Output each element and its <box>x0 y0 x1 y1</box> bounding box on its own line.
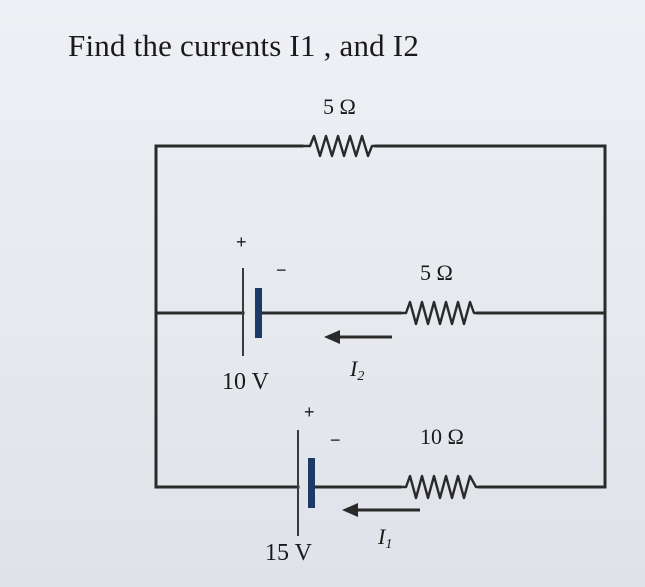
battery-15v <box>297 430 315 536</box>
current-i1-arrow <box>342 503 420 517</box>
top-resistor-5-ohm <box>302 134 376 158</box>
middle-resistor-label: 5 Ω <box>420 260 453 285</box>
current-i2-arrow <box>324 330 392 344</box>
battery-10v-minus: − <box>276 260 287 280</box>
battery-15v-label: 15 V <box>265 540 313 566</box>
problem-title: Find the currents I1 , and I2 <box>68 28 420 63</box>
battery-10v <box>242 268 262 356</box>
bottom-resistor-label: 10 Ω <box>420 424 464 449</box>
battery-15v-minus: − <box>330 430 341 450</box>
outer-wires <box>154 144 607 489</box>
current-i1-label: I1 <box>377 524 392 552</box>
battery-10v-label: 10 V <box>222 369 270 395</box>
battery-15v-plus: + <box>304 402 315 422</box>
bottom-resistor-10-ohm <box>400 474 480 500</box>
current-i2-label: I2 <box>349 356 364 384</box>
battery-10v-plus: + <box>236 232 247 252</box>
middle-resistor-5-ohm <box>400 300 478 326</box>
top-resistor-label: 5 Ω <box>323 94 356 119</box>
